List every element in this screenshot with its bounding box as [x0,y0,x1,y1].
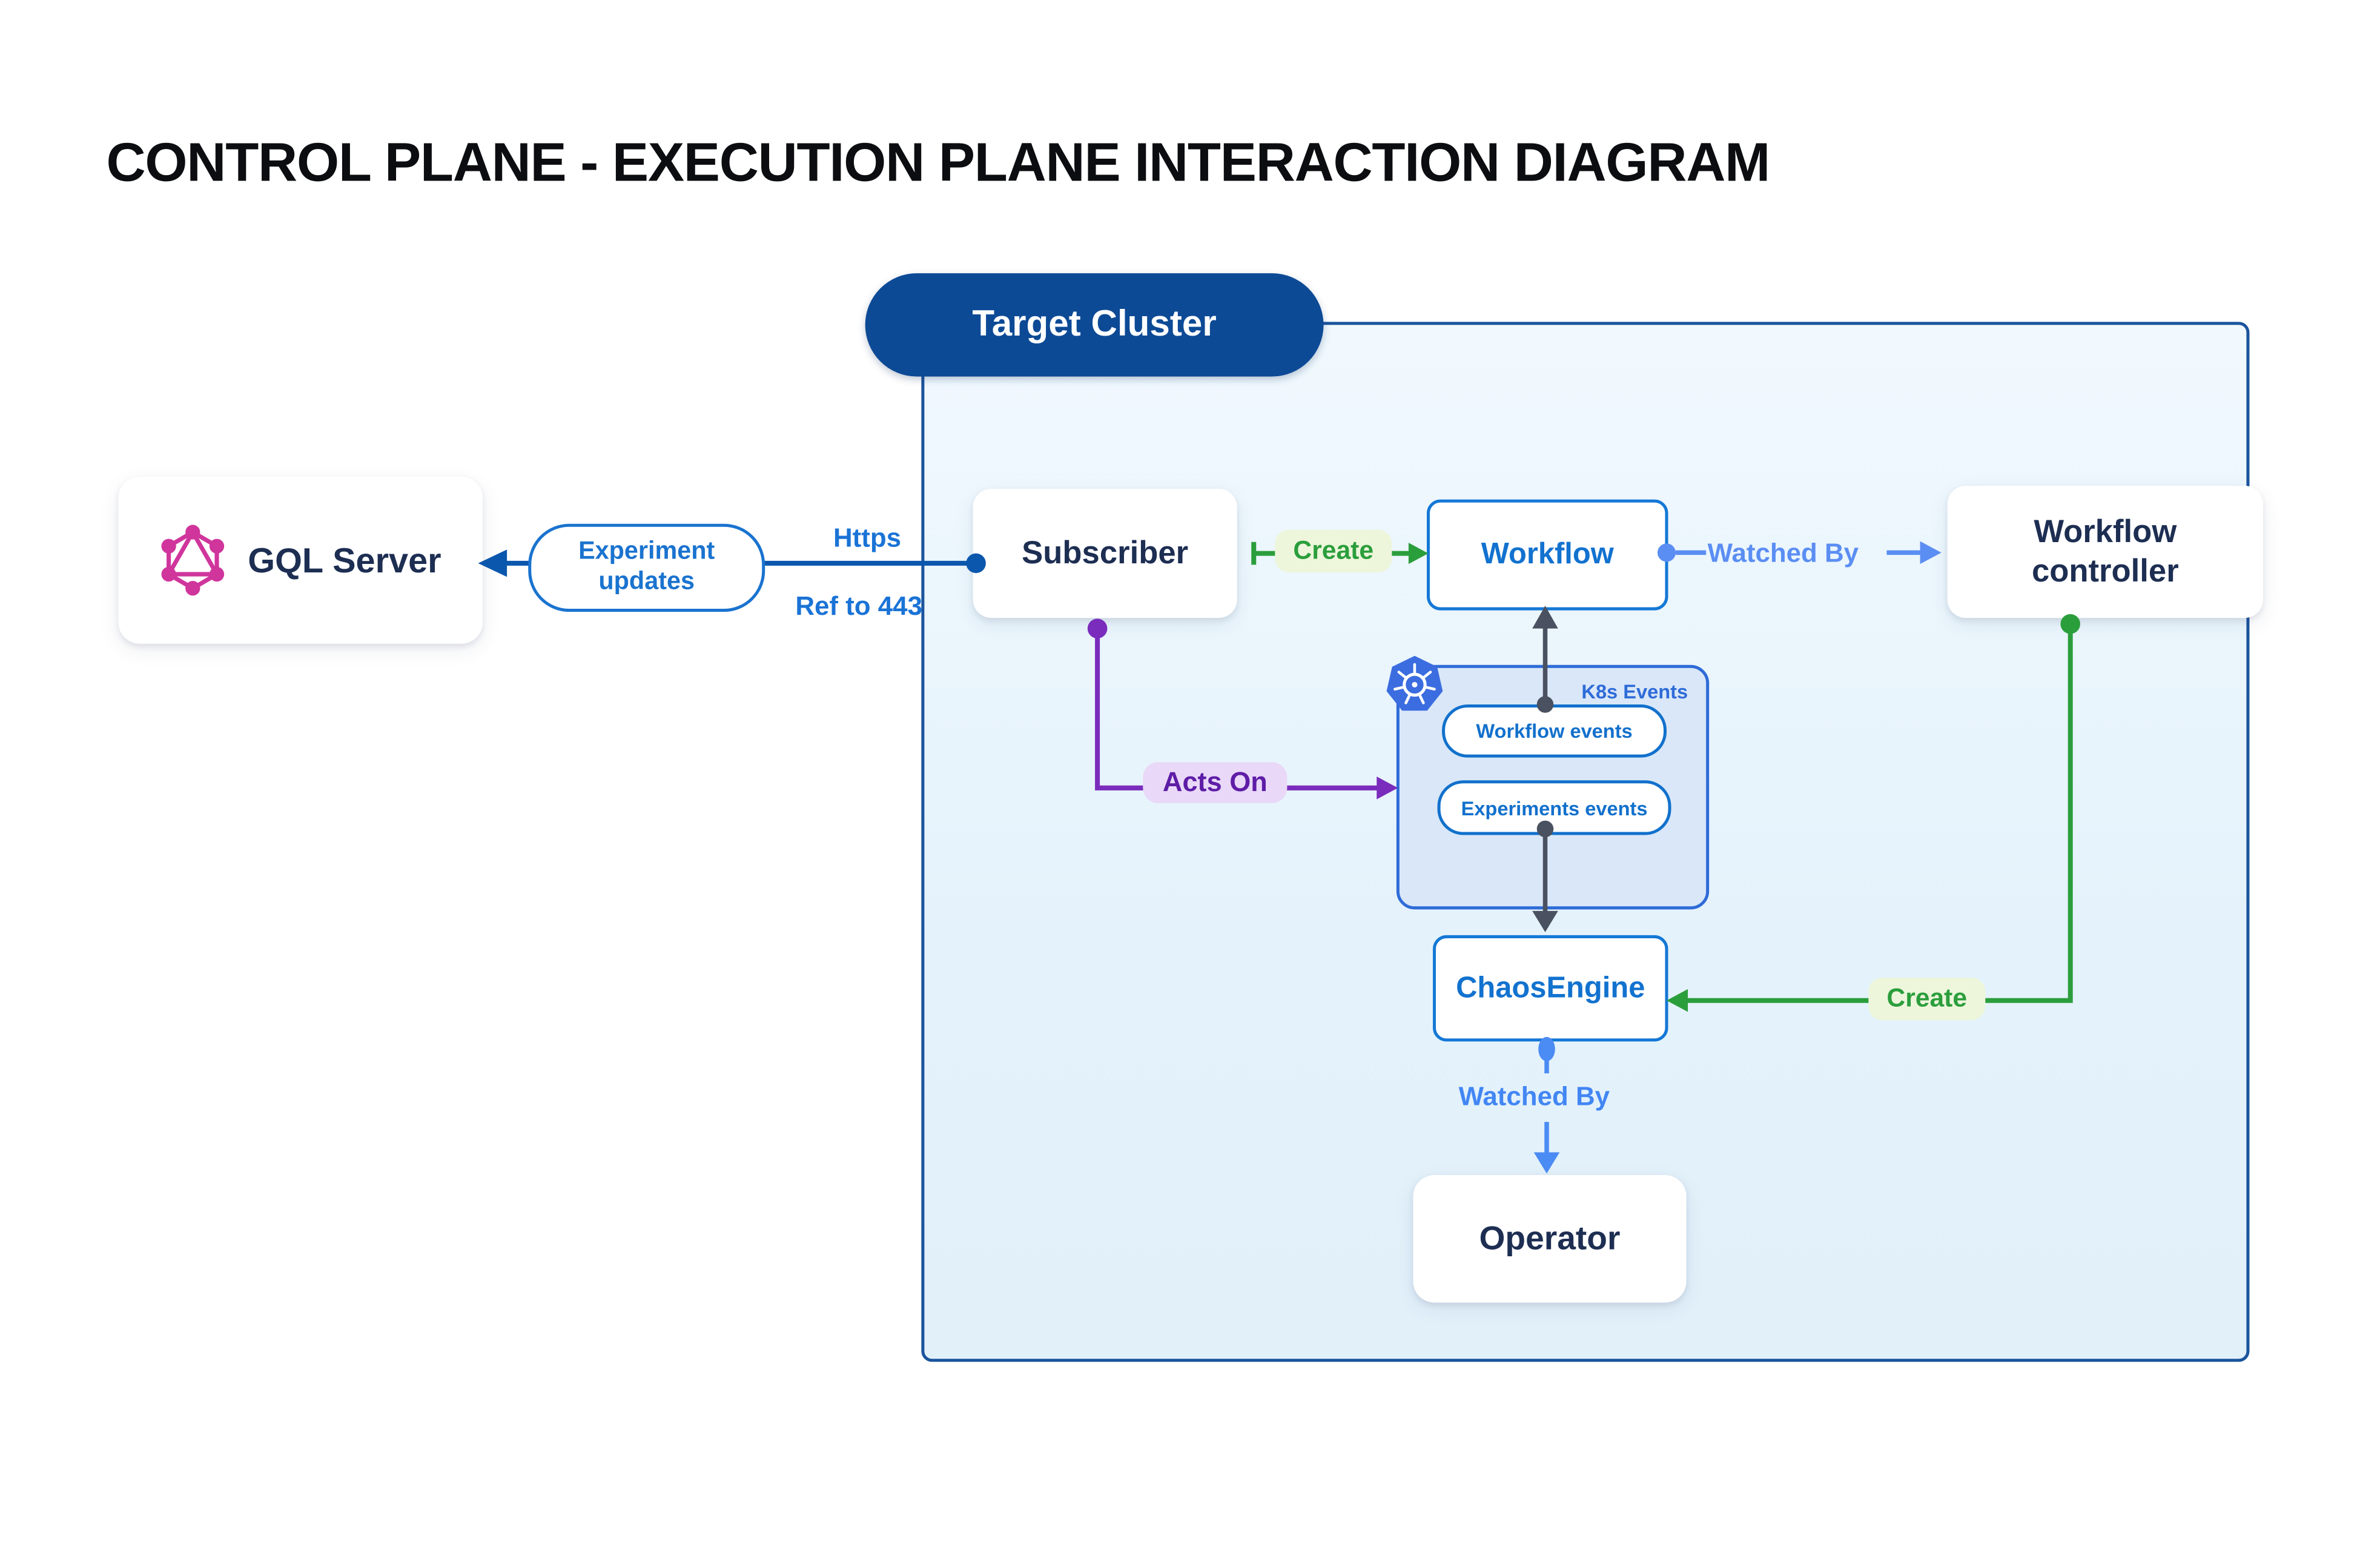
page-title: CONTROL PLANE - EXECUTION PLANE INTERACT… [106,130,1770,193]
workflow-controller-label: Workflow controller [2031,514,2179,589]
graphql-icon [162,525,225,596]
node-subscriber: Subscriber [973,489,1237,618]
edge-label-watched-by-controller: Watched By [1707,537,1859,568]
experiments-events-label: Experiments events [1461,796,1648,820]
operator-label: Operator [1479,1219,1621,1257]
node-operator: Operator [1413,1175,1687,1303]
node-experiment-updates: Experiment updates [528,523,765,612]
subscriber-label: Subscriber [1022,535,1189,571]
node-workflow-controller: Workflow controller [1947,486,2264,618]
target-cluster-label: Target Cluster [972,303,1217,345]
node-gql-server: GQL Server [118,477,483,644]
edge-label-https: Https [833,522,902,553]
workflow-events-label: Workflow events [1476,720,1633,743]
node-experiments-events: Experiments events [1437,780,1671,835]
edge-label-create-workflow: Create [1275,529,1392,572]
edge-label-create-chaos-engine: Create [1868,978,1986,1021]
experiment-updates-label: Experiment updates [578,537,715,595]
target-cluster-pill: Target Cluster [865,273,1324,377]
edge-label-ref-to-443: Ref to 443 [795,590,922,621]
edge-label-acts-on: Acts On [1143,762,1288,803]
node-workflow-events: Workflow events [1442,704,1667,758]
node-chaos-engine: ChaosEngine [1433,935,1668,1042]
gql-server-label: GQL Server [248,540,441,580]
node-workflow: Workflow [1426,499,1668,611]
k8s-events-title: K8s Events [1581,680,1688,703]
kubernetes-icon [1386,655,1443,711]
workflow-label: Workflow [1481,537,1614,571]
edge-label-watched-by-operator: Watched By [1458,1081,1610,1112]
chaos-engine-label: ChaosEngine [1456,970,1645,1004]
